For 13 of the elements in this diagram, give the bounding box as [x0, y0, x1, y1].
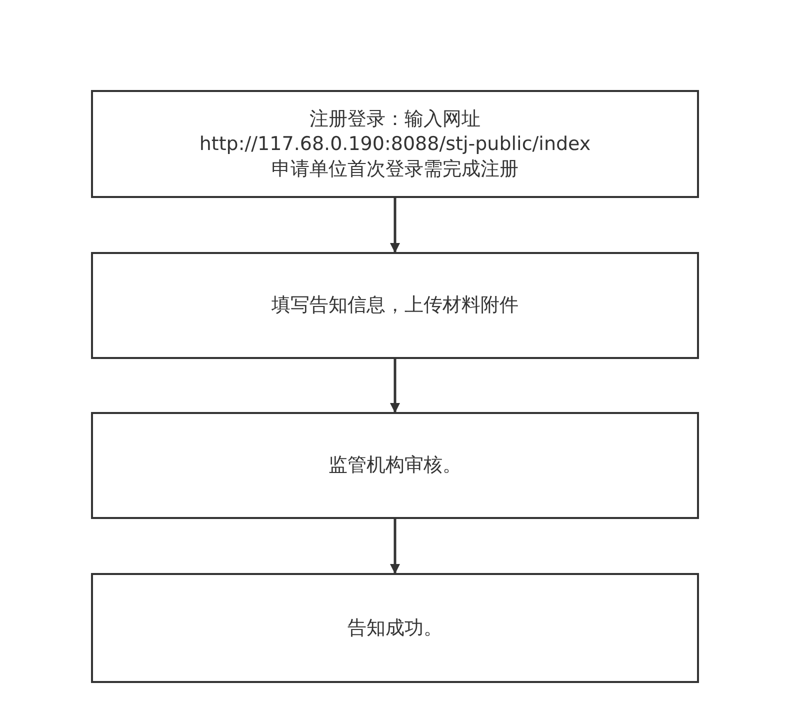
process-box	[91, 412, 699, 519]
process-box	[91, 90, 699, 198]
box-text: 申请单位首次登录需完成注册	[272, 156, 518, 182]
box-text: 告知成功。	[348, 616, 442, 640]
box-text: 填写告知信息，上传材料附件	[272, 293, 518, 318]
process-box	[91, 573, 699, 683]
arrow	[390, 359, 400, 413]
arrow	[390, 519, 400, 574]
box-text: 监管机构审核。	[328, 453, 462, 478]
box-text: 注册登录：输入网址	[310, 106, 480, 132]
arrow	[390, 198, 400, 253]
process-box	[91, 252, 699, 359]
box-text: http://117.68.0.190:8088/stj-public/index	[199, 132, 591, 156]
